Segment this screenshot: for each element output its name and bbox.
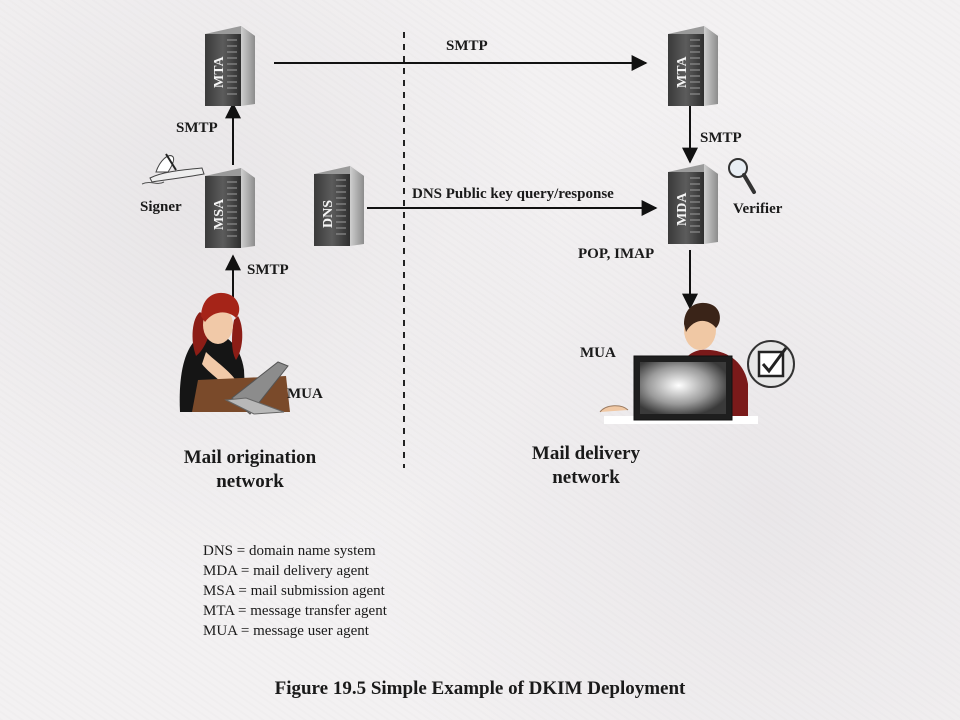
region-delivery-title: Mail delivery network — [486, 442, 686, 490]
region-delivery-line2: network — [552, 467, 620, 488]
label-smtp-msa-mta: SMTP — [176, 120, 218, 136]
region-origination-title: Mail origination network — [150, 446, 350, 494]
label-smtp-top: SMTP — [446, 38, 488, 54]
msa-server-icon: MSA — [205, 168, 255, 248]
mta-delivery-label: MTA — [675, 55, 690, 88]
sender-user-illustration — [179, 292, 290, 415]
label-dns-query: DNS Public key query/response — [412, 186, 614, 202]
legend-item: MUA = message user agent — [203, 623, 369, 639]
label-smtp-mta-mda: SMTP — [700, 130, 742, 146]
mda-server-icon: MDA — [668, 164, 718, 244]
label-mua-left: MUA — [287, 386, 323, 402]
checkbox-badge-icon — [747, 340, 795, 388]
legend-item: DNS = domain name system — [203, 543, 376, 559]
mta-origin-server-icon: MTA — [205, 26, 255, 106]
legend-item: MTA = message transfer agent — [203, 603, 387, 619]
dns-label: DNS — [321, 200, 336, 228]
label-pop-imap: POP, IMAP — [578, 246, 655, 262]
legend-item: MSA = mail submission agent — [203, 583, 385, 599]
region-origination-line1: Mail origination — [183, 447, 317, 468]
label-mua-right: MUA — [580, 345, 616, 361]
signing-pen-icon — [141, 153, 205, 185]
label-verifier: Verifier — [733, 201, 783, 217]
recipient-user-illustration — [599, 302, 758, 424]
mda-label: MDA — [675, 192, 690, 226]
magnifier-icon — [728, 158, 756, 194]
legend: DNS = domain name system MDA = mail deli… — [203, 541, 387, 641]
msa-label: MSA — [212, 198, 227, 230]
label-smtp-mua-msa: SMTP — [247, 262, 289, 278]
figure-caption: Figure 19.5 Simple Example of DKIM Deplo… — [274, 678, 686, 699]
mta-origin-label: MTA — [212, 55, 227, 88]
region-origination-line2: network — [216, 471, 284, 492]
region-delivery-line1: Mail delivery — [531, 443, 641, 464]
label-signer: Signer — [140, 199, 182, 215]
mta-delivery-server-icon: MTA — [668, 26, 718, 106]
dns-server-icon: DNS — [314, 166, 364, 246]
legend-item: MDA = mail delivery agent — [203, 563, 369, 579]
